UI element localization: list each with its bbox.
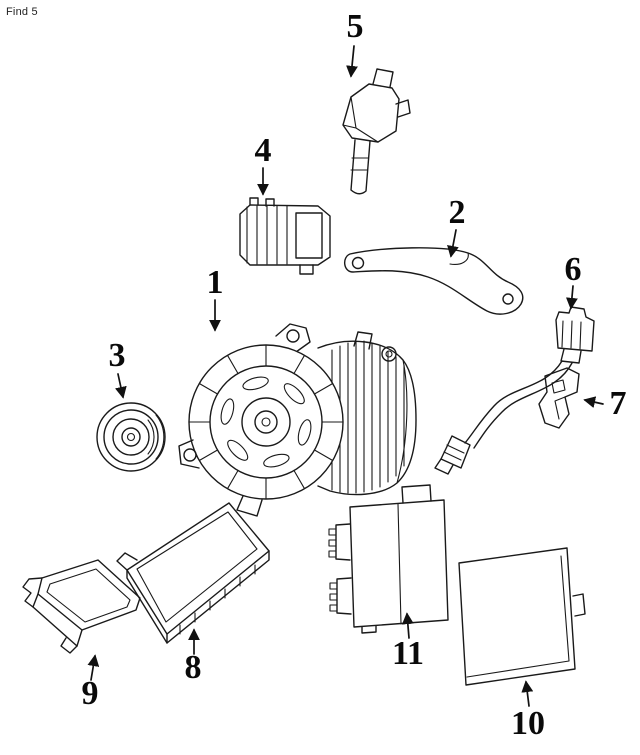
part-1-alternator [178, 323, 417, 517]
callout-10-arrow [521, 680, 534, 707]
callout-8[interactable]: 8 [185, 649, 202, 686]
panel-corner-tab [116, 552, 138, 571]
callout-2[interactable]: 2 [449, 194, 466, 231]
callout-5[interactable]: 5 [347, 8, 364, 45]
part-7-bracket [538, 367, 580, 429]
alternator-ear-left [178, 439, 200, 469]
alternator-terminal [353, 331, 373, 350]
coil-connector-tab [395, 99, 411, 118]
part-4-ribbed-block [239, 197, 331, 275]
find-label: Find 5 [6, 6, 38, 18]
callout-6[interactable]: 6 [565, 251, 582, 288]
callout-7-arrow [583, 396, 604, 409]
callout-11-arrow [401, 612, 414, 639]
callout-3-arrow [115, 373, 127, 399]
callout-10[interactable]: 10 [511, 705, 545, 742]
callout-arrows [87, 45, 604, 707]
callout-4[interactable]: 4 [255, 132, 272, 169]
callout-2-arrow [447, 229, 459, 258]
strap-hole-left [351, 256, 365, 270]
part-3-pulley [96, 402, 166, 472]
sensor-plug [440, 435, 471, 469]
callout-9[interactable]: 9 [82, 675, 99, 712]
callout-11[interactable]: 11 [392, 635, 424, 672]
sensor-cable [464, 360, 563, 444]
alternator-front-face [188, 344, 344, 500]
part-8-flat-panel [116, 502, 270, 644]
part-2-bracket-strap [344, 247, 524, 315]
part-11-module [328, 484, 449, 634]
part-9-corrugated-bracket [22, 559, 141, 654]
control-unit-tab [572, 593, 586, 617]
coil-boot [350, 139, 371, 195]
part-5-ignition-coil [342, 68, 411, 195]
part-10-control-unit [458, 547, 586, 686]
module-top-tab [401, 484, 432, 504]
strap-hole-right [502, 293, 514, 305]
bracket-zigzag-edge [22, 577, 43, 608]
callout-3[interactable]: 3 [109, 337, 126, 374]
callout-1[interactable]: 1 [207, 264, 224, 301]
callout-6-arrow [565, 285, 578, 310]
alternator-ear-bottom [236, 495, 263, 517]
callout-7[interactable]: 7 [610, 385, 627, 422]
alternator-rear-drum [317, 340, 417, 496]
alternator-ear-top [275, 323, 311, 353]
callout-9-arrow [87, 654, 100, 681]
part-6-sensor [434, 306, 595, 475]
callout-5-arrow [346, 45, 358, 78]
